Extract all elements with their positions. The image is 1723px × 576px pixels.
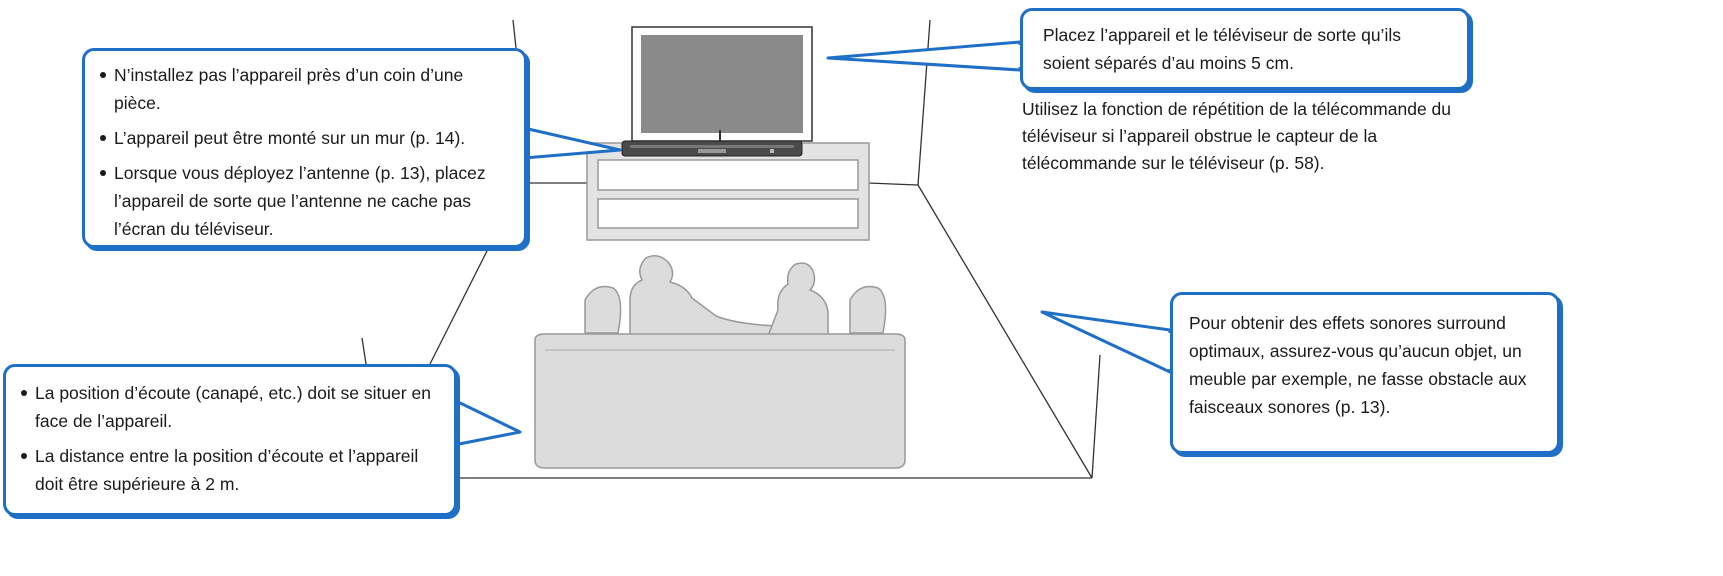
callout-placement: N’installez pas l’appareil près d’un coi… xyxy=(82,48,527,248)
callout-pointers xyxy=(452,40,1172,447)
list-item: L’appareil peut être monté sur un mur (p… xyxy=(99,124,510,152)
callout-tv-distance: Placez l’appareil et le téléviseur de so… xyxy=(1020,8,1470,90)
list-item: Lorsque vous déployez l’antenne (p. 13),… xyxy=(99,159,510,243)
sofa-with-listeners xyxy=(534,255,906,469)
list-item: La distance entre la position d’écoute e… xyxy=(20,442,440,498)
callout-listening-position: La position d’écoute (canapé, etc.) doit… xyxy=(3,364,457,516)
remote-repeat-note: Utilisez la fonction de répétition de la… xyxy=(1022,99,1451,173)
surround-text: Pour obtenir des effets sonores surround… xyxy=(1189,313,1527,417)
room-lines xyxy=(361,19,1101,479)
placement-list: N’installez pas l’appareil près d’un coi… xyxy=(99,61,510,243)
soundbar-unit xyxy=(621,140,803,157)
listening-list: La position d’écoute (canapé, etc.) doit… xyxy=(20,379,440,498)
tv-stand xyxy=(586,142,870,241)
tv-distance-text: Placez l’appareil et le téléviseur de so… xyxy=(1043,25,1401,73)
list-item: N’installez pas l’appareil près d’un coi… xyxy=(99,61,510,117)
callout-surround: Pour obtenir des effets sonores surround… xyxy=(1170,292,1560,454)
list-item: La position d’écoute (canapé, etc.) doit… xyxy=(20,379,440,435)
television xyxy=(631,26,813,142)
